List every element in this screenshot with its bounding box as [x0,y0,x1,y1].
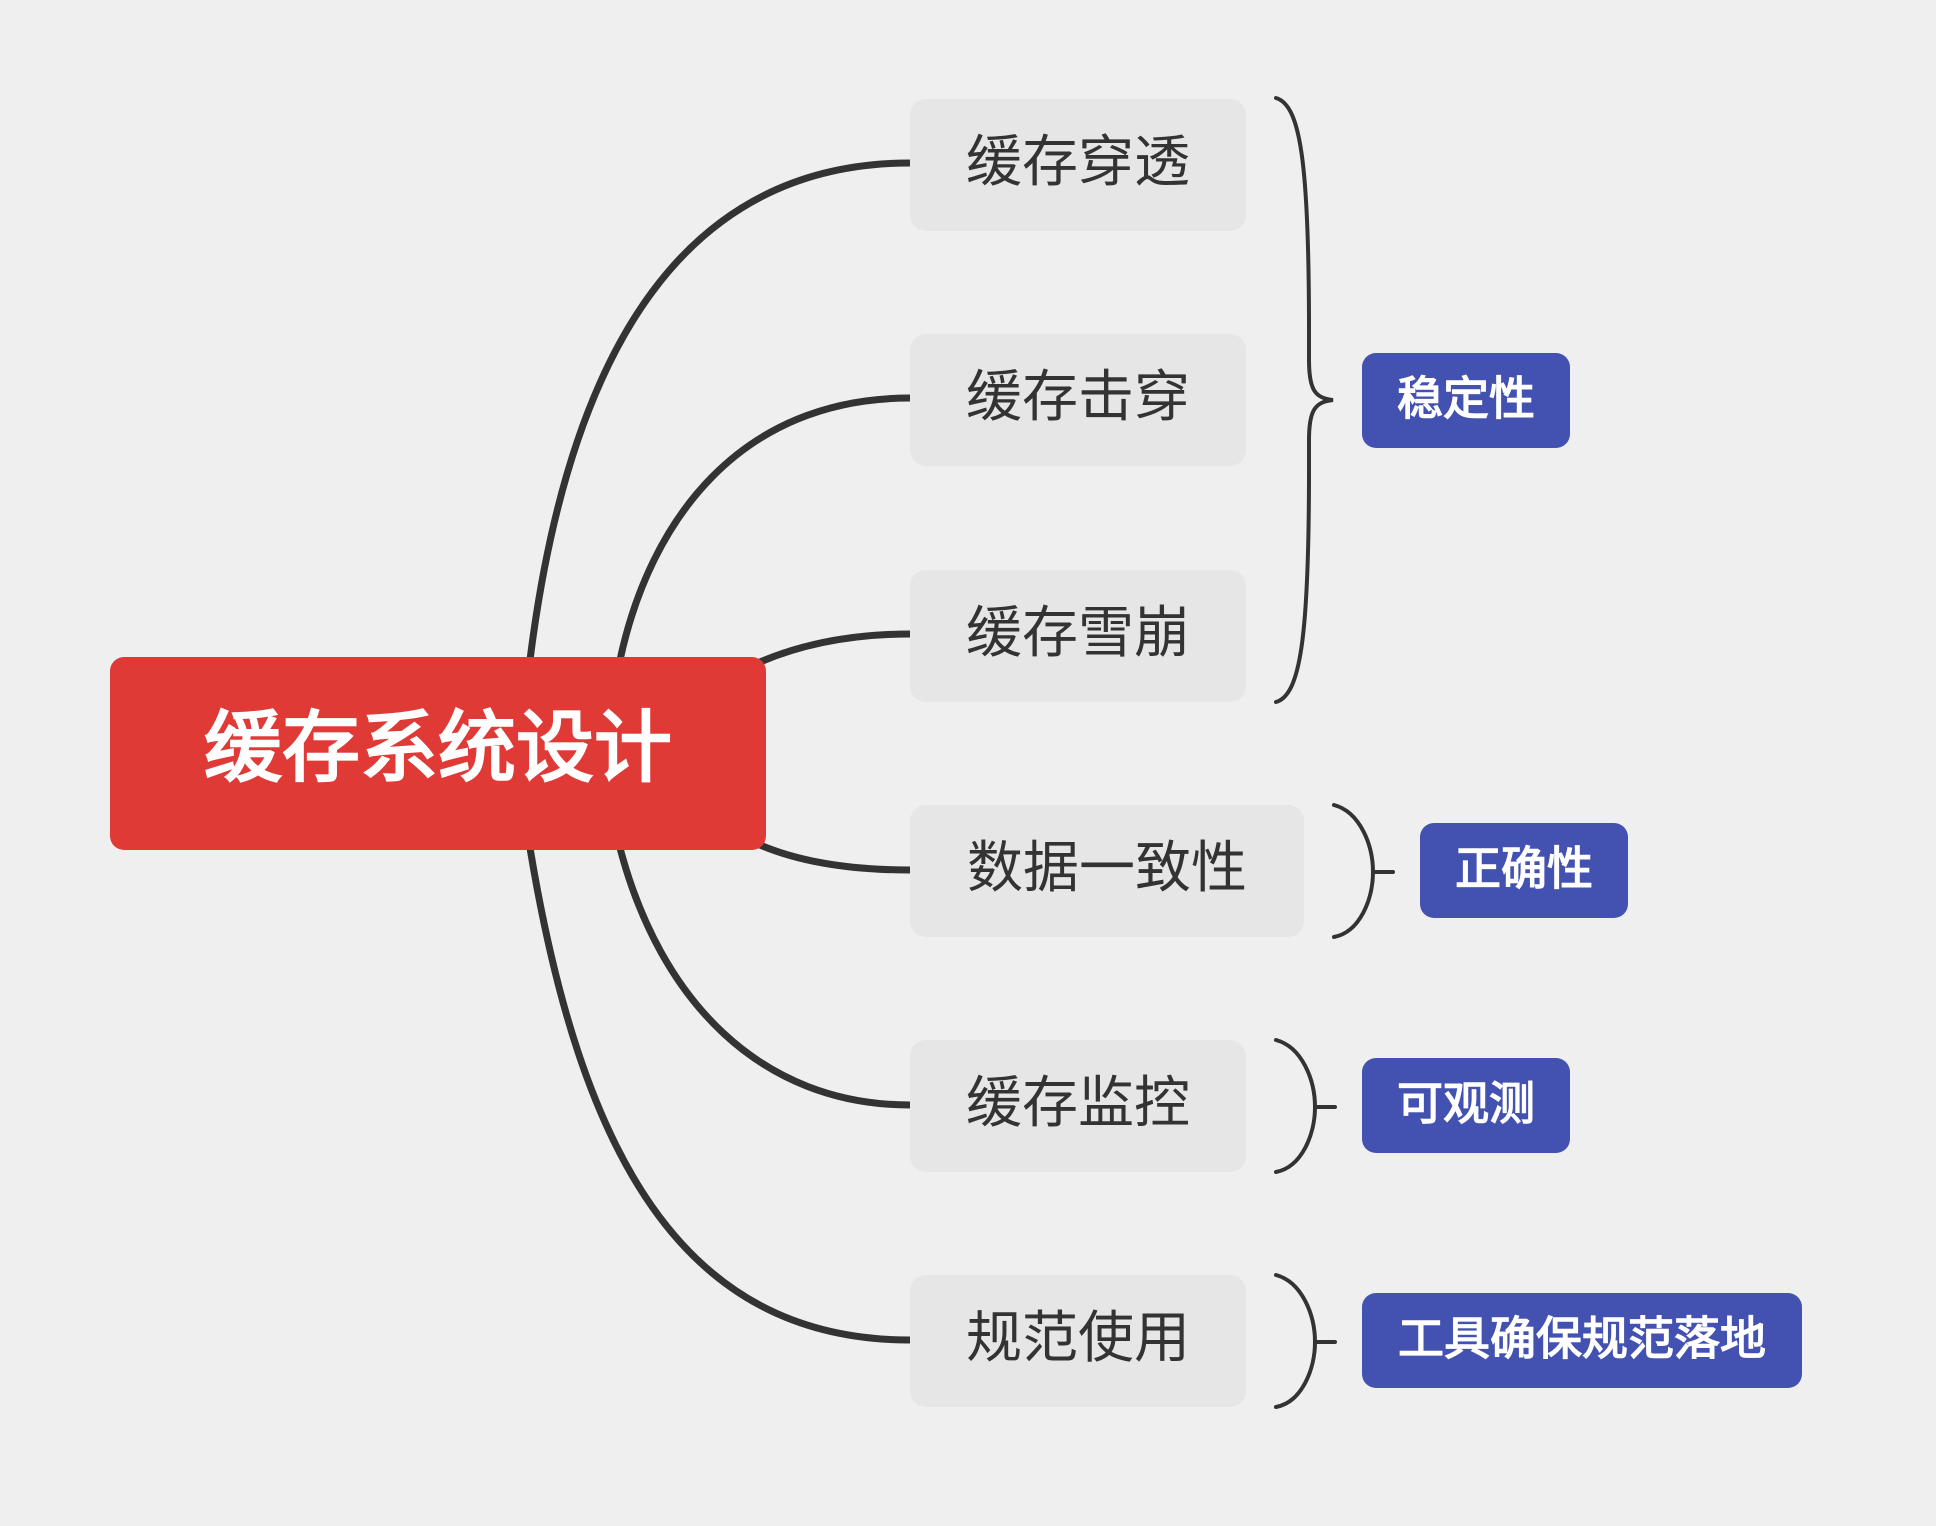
summary-brace-0 [1274,96,1334,704]
branch-topic-2[interactable]: 缓存雪崩 [910,570,1246,702]
connector-branch-4 [616,844,914,1109]
summary-label: 稳定性 [1397,372,1535,426]
summary-box [1420,823,1628,918]
root-topic-label: 缓存系统设计 [204,703,672,793]
branch-topic-box [910,1040,1246,1172]
summary-2[interactable]: 可观测 [1362,1058,1570,1153]
summary-1[interactable]: 正确性 [1420,823,1628,918]
root-topic[interactable]: 缓存系统设计 [110,657,766,850]
root-topic-box [110,657,766,850]
connector-branch-2 [756,630,914,666]
branch-topic-box [910,805,1304,937]
summary-0[interactable]: 稳定性 [1362,353,1570,448]
summary-box [1362,1293,1802,1388]
branch-topic-4[interactable]: 缓存监控 [910,1040,1246,1172]
branch-topic-5[interactable]: 规范使用 [910,1275,1246,1407]
branch-topic-label: 数据一致性 [967,836,1247,901]
branch-topic-box [910,334,1246,466]
connector-branch-5 [526,844,914,1344]
branch-topic-label: 缓存击穿 [966,365,1190,430]
summary-label: 可观测 [1397,1077,1535,1131]
branch-topic-3[interactable]: 数据一致性 [910,805,1304,937]
summary-label: 正确性 [1455,842,1593,896]
summary-3[interactable]: 工具确保规范落地 [1362,1293,1802,1388]
branch-topics: 缓存穿透 缓存击穿 缓存雪崩 数据一致性 缓存监控 规范使用 [910,99,1304,1407]
connectors [526,159,914,1344]
summary-brace-2 [1274,1038,1337,1174]
branch-topic-box [910,1275,1246,1407]
branch-topic-box [910,99,1246,231]
branch-topic-label: 缓存雪崩 [966,601,1190,666]
connector-branch-0 [526,159,914,664]
branch-topic-box [910,570,1246,702]
connector-branch-3 [756,841,914,874]
summary-braces [1274,96,1395,1409]
branch-topic-label: 缓存监控 [966,1071,1190,1136]
summary-box [1362,353,1570,448]
branch-topic-1[interactable]: 缓存击穿 [910,334,1246,466]
connector-branch-1 [616,394,914,664]
summary-label: 工具确保规范落地 [1398,1312,1766,1366]
summary-brace-1 [1332,803,1395,939]
branch-topic-0[interactable]: 缓存穿透 [910,99,1246,231]
summary-box [1362,1058,1570,1153]
branch-topic-label: 规范使用 [966,1306,1190,1371]
summaries: 稳定性 正确性 可观测 工具确保规范落地 [1362,353,1802,1388]
summary-brace-3 [1274,1273,1337,1409]
branch-topic-label: 缓存穿透 [966,130,1190,195]
